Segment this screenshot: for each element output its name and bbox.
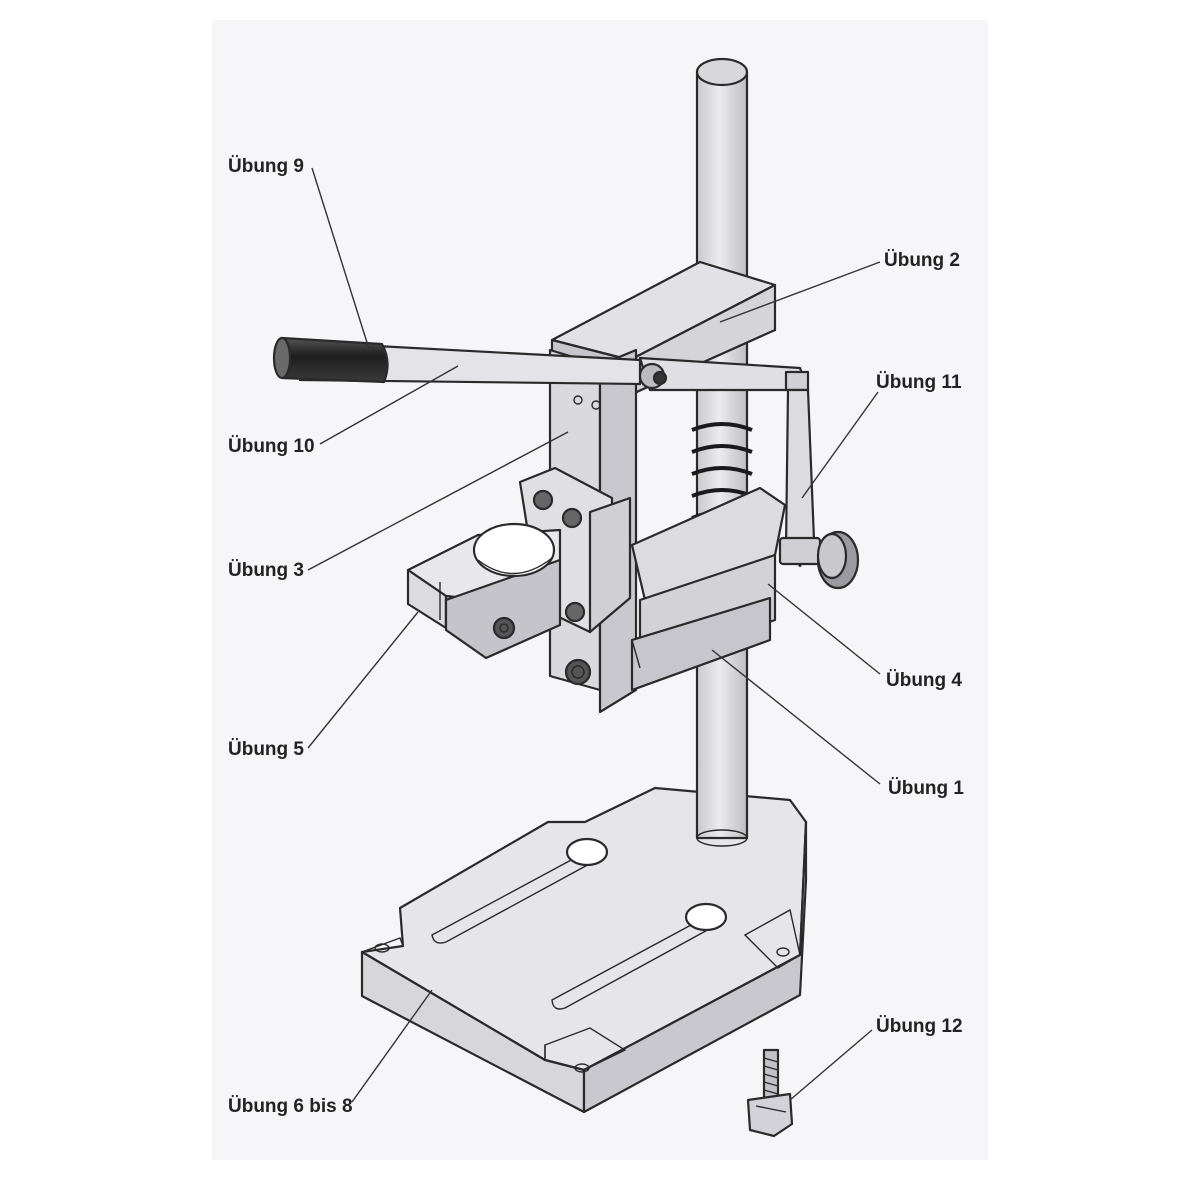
leader-u3	[307, 431, 569, 571]
leader-u12	[789, 1029, 873, 1101]
lock-crank	[778, 388, 860, 590]
label-uebung-6-bis-8: Übung 6 bis 8	[228, 1096, 353, 1117]
leader-u5	[307, 611, 419, 749]
label-uebung-10: Übung 10	[228, 436, 315, 457]
thumb-screw	[746, 1048, 794, 1138]
label-uebung-11: Übung 11	[876, 372, 962, 393]
lever-arm	[272, 336, 810, 392]
label-uebung-2: Übung 2	[884, 250, 960, 271]
label-uebung-5: Übung 5	[228, 739, 304, 760]
leader-u2	[719, 261, 881, 323]
label-uebung-12: Übung 12	[876, 1016, 963, 1037]
column	[695, 57, 749, 847]
leader-u6	[351, 989, 433, 1103]
base-plate	[360, 786, 808, 1114]
leader-u1	[711, 649, 881, 785]
leader-u11	[801, 391, 879, 499]
label-uebung-3: Übung 3	[228, 560, 304, 581]
label-uebung-1: Übung 1	[888, 778, 964, 799]
leader-u9	[311, 167, 371, 353]
leader-u10	[319, 365, 459, 445]
leader-u4	[767, 583, 881, 675]
label-uebung-9: Übung 9	[228, 156, 304, 177]
drill-holder-clamp	[406, 466, 632, 660]
leader-lines	[307, 167, 881, 1103]
label-uebung-4: Übung 4	[886, 670, 962, 691]
